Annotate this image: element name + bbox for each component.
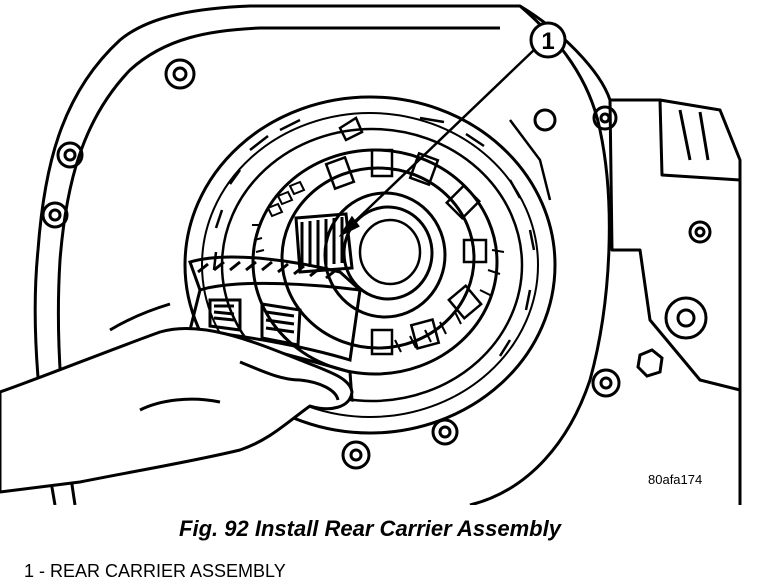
figure-code: 80afa174 xyxy=(648,472,703,487)
outer-plate-tabs xyxy=(212,116,552,357)
transmission-diagram: 1 xyxy=(0,4,742,505)
callout-1: 1 xyxy=(529,21,567,59)
callout-number: 1 xyxy=(541,28,554,55)
case-bolt-holes xyxy=(41,58,712,470)
figure-caption: Fig. 92 Install Rear Carrier Assembly xyxy=(179,516,561,541)
legend-item: 1 - REAR CARRIER ASSEMBLY xyxy=(24,561,286,581)
technician-hand xyxy=(0,302,354,494)
callout-leader xyxy=(338,47,537,238)
carrier-teeth xyxy=(252,180,505,353)
